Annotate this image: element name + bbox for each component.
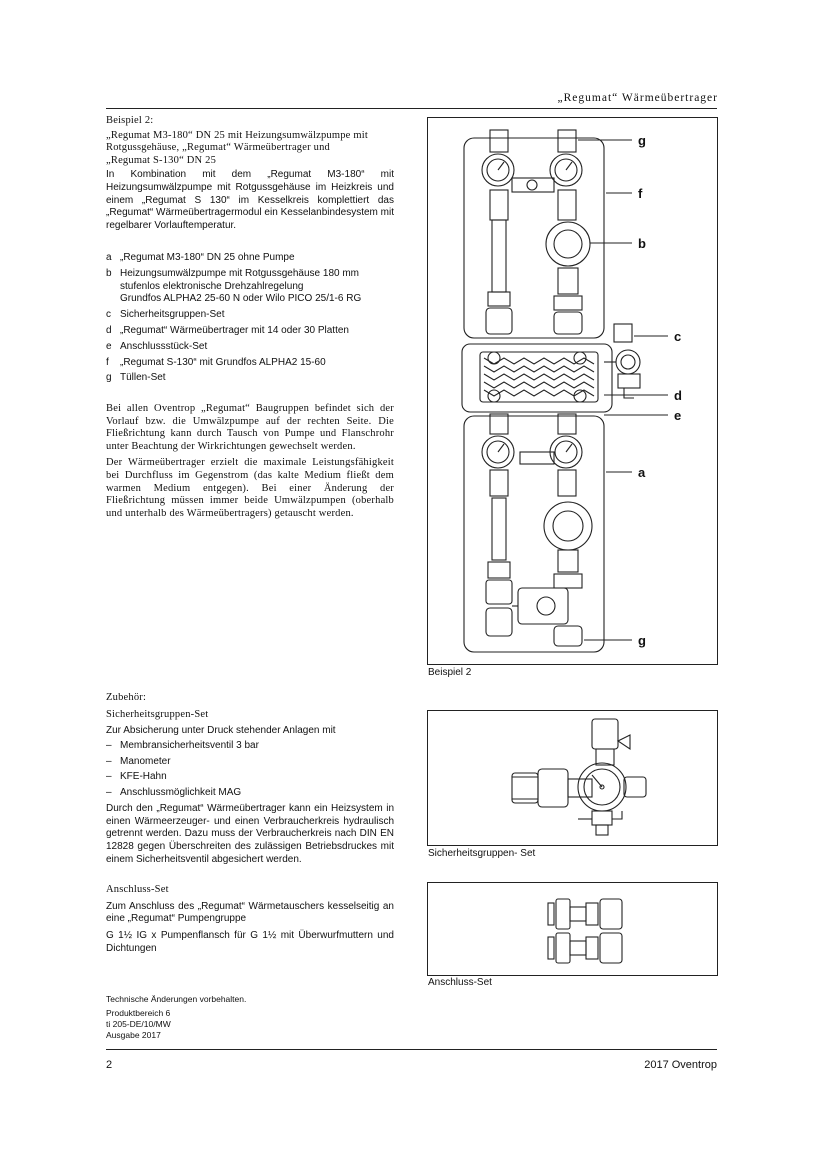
label-b: b bbox=[638, 236, 646, 251]
example-subtitle-3: „Regumat S-130“ DN 25 bbox=[106, 154, 217, 166]
safety-set-items: –Membransicherheitsventil 3 bar –Manomet… bbox=[106, 740, 394, 800]
flow-paragraph-2: Der Wärmeübertrager erzielt die maximale… bbox=[106, 457, 394, 519]
label-g-bottom: g bbox=[638, 633, 646, 648]
label-c: c bbox=[674, 329, 681, 344]
footer-brand: 2017 Oventrop bbox=[644, 1059, 717, 1071]
list-item: –KFE-Hahn bbox=[106, 771, 167, 783]
example-text-block: Beispiel 2: „Regumat M3-180“ DN 25 mit H… bbox=[106, 115, 394, 237]
connection-set-figure-frame bbox=[427, 882, 718, 976]
list-item: –Membransicherheitsventil 3 bar bbox=[106, 739, 259, 751]
footer-line-3: Ausgabe 2017 bbox=[106, 1030, 161, 1040]
list-item: a„Regumat M3-180“ DN 25 ohne Pumpe bbox=[106, 252, 295, 263]
example-subtitle-1: „Regumat M3-180“ DN 25 mit Heizungsumwäl… bbox=[106, 129, 368, 141]
heat-exchanger-assembly-drawing: g f b c d e a g bbox=[461, 129, 682, 653]
list-item: –Manometer bbox=[106, 755, 171, 767]
flow-direction-text: Bei allen Oventrop „Regumat“ Baugruppen … bbox=[106, 403, 394, 520]
list-item: –Anschlussmöglichkeit MAG bbox=[106, 787, 242, 799]
flow-paragraph-1: Bei allen Oventrop „Regumat“ Baugruppen … bbox=[106, 403, 394, 452]
footer-rule bbox=[106, 1049, 717, 1050]
safety-set-figure-frame bbox=[427, 710, 718, 846]
example-intro: In Kombination mit dem „Regumat M3-180“ … bbox=[106, 169, 394, 232]
safety-set-caption: Sicherheitsgruppen- Set bbox=[428, 848, 536, 859]
safety-set-title: Sicherheitsgruppen-Set bbox=[106, 708, 209, 720]
main-figure-caption: Beispiel 2 bbox=[428, 667, 472, 678]
list-item: f„Regumat S-130“ mit Grundfos ALPHA2 15-… bbox=[106, 356, 326, 368]
running-header: „Regumat“ Wärmeübertrager bbox=[557, 92, 718, 104]
label-g-top: g bbox=[638, 133, 646, 148]
label-a: a bbox=[638, 465, 646, 480]
connection-set-title: Anschluss-Set bbox=[106, 884, 169, 895]
footer-line-2: ti 205-DE/10/MW bbox=[106, 1019, 171, 1029]
accessories-block: Zubehör: Sicherheitsgruppen-Set Zur Absi… bbox=[106, 692, 394, 871]
page-number: 2 bbox=[106, 1059, 113, 1071]
header-rule bbox=[106, 108, 717, 109]
connection-set-text-1: Zum Anschluss des „Regumat“ Wärmetausche… bbox=[106, 900, 394, 925]
list-item: d„Regumat“ Wärmeübertrager mit 14 oder 3… bbox=[106, 324, 349, 336]
safety-set-lead: Zur Absicherung unter Druck stehender An… bbox=[106, 725, 336, 737]
example-heading: Beispiel 2: bbox=[106, 115, 154, 126]
connection-set-drawing bbox=[547, 898, 623, 964]
example-subtitle-2: Rotgussgehäuse, „Regumat“ Wärmeübertrage… bbox=[106, 142, 330, 154]
connection-set-caption: Anschluss-Set bbox=[428, 977, 492, 988]
footer-note: Technische Änderungen vorbehalten. bbox=[106, 994, 247, 1004]
connection-set-text-2: G 1½ IG x Pumpenflansch für G 1½ mit Übe… bbox=[106, 930, 394, 954]
label-f: f bbox=[638, 186, 643, 201]
safety-set-text: Durch den „Regumat“ Wärmeübertrager kann… bbox=[106, 803, 394, 865]
connection-set-block: Anschluss-Set Zum Anschluss des „Regumat… bbox=[106, 884, 394, 959]
safety-group-drawing bbox=[511, 718, 647, 836]
accessories-heading: Zubehör: bbox=[106, 692, 147, 703]
label-d: d bbox=[674, 388, 682, 403]
label-e: e bbox=[674, 408, 681, 423]
main-figure-frame: g f b c d e a g bbox=[427, 117, 718, 665]
footer-line-1: Produktbereich 6 bbox=[106, 1008, 171, 1018]
